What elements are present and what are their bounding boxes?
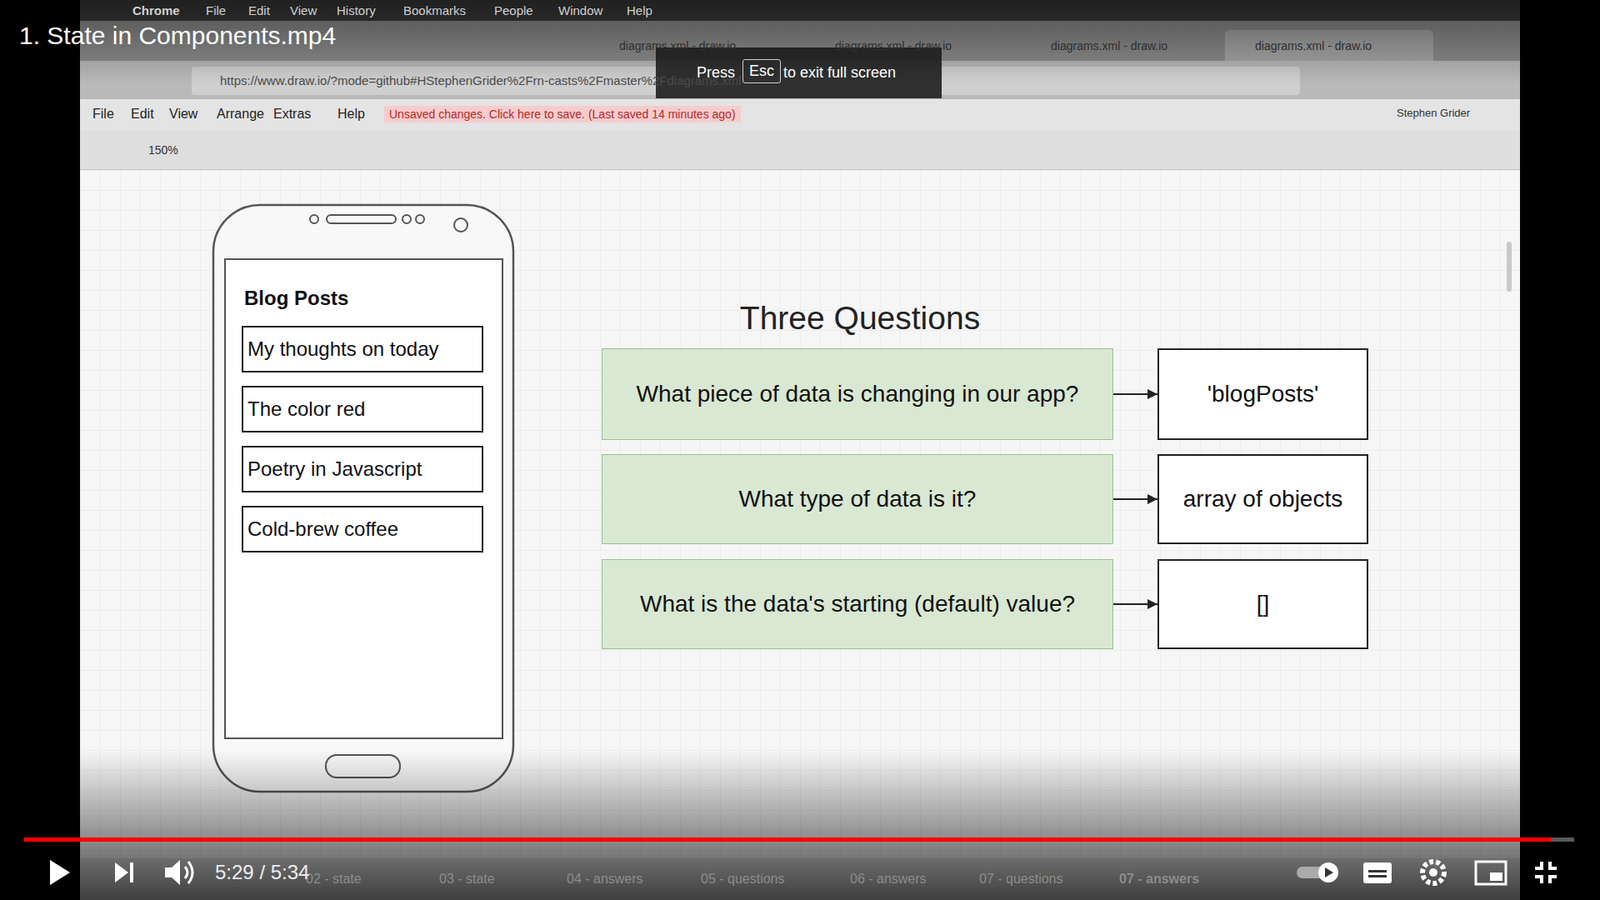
answer-box: 'blogPosts' bbox=[1157, 348, 1369, 440]
phone-speaker bbox=[326, 215, 396, 224]
os-menu-item: History bbox=[336, 3, 376, 18]
os-menu-item: Help bbox=[626, 3, 653, 18]
browser-tab-title: diagrams.xml - draw.io bbox=[1050, 39, 1168, 53]
miniplayer-icon bbox=[1475, 861, 1506, 885]
settings-icon bbox=[1422, 861, 1445, 884]
browser-tab-title: diagrams.xml - draw.io bbox=[835, 39, 952, 53]
page-tab: 04 - answers bbox=[566, 871, 644, 887]
page-tab: 06 - answers bbox=[850, 871, 927, 887]
node-text: [] bbox=[1256, 590, 1270, 619]
answer-box: [] bbox=[1157, 559, 1369, 650]
hint-text: Press bbox=[696, 64, 735, 82]
os-menu-item: People bbox=[494, 3, 534, 18]
next-icon bbox=[115, 862, 129, 883]
os-menu-item: File bbox=[205, 3, 226, 18]
list-item-box: My thoughts on today bbox=[241, 325, 484, 373]
node-text: What type of data is it? bbox=[739, 485, 977, 514]
list-item-box: The color red bbox=[241, 385, 484, 433]
phone-sensor bbox=[415, 215, 425, 224]
list-item-box: Cold-brew coffee bbox=[241, 505, 484, 553]
app-menu-item: Help bbox=[337, 106, 365, 122]
settings-hub bbox=[1429, 868, 1438, 877]
play-icon bbox=[50, 860, 70, 885]
page-tab: 05 - questions bbox=[700, 871, 785, 887]
app-menu-item: Edit bbox=[130, 106, 155, 122]
hint-text: to exit full screen bbox=[783, 64, 896, 82]
question-box: What type of data is it? bbox=[601, 454, 1114, 545]
phone-body bbox=[213, 205, 514, 792]
browser-tab-title: diagrams.xml - draw.io bbox=[1255, 39, 1372, 53]
phone-screen: Blog Posts My thoughts on todayThe color … bbox=[224, 258, 504, 740]
list-item-box: Poetry in Javascript bbox=[241, 445, 484, 493]
next-icon-bar bbox=[130, 862, 134, 883]
captions-line bbox=[1368, 870, 1387, 873]
node-text: Poetry in Javascript bbox=[247, 457, 422, 482]
arrow-connector bbox=[1113, 393, 1158, 395]
page-tab: 03 - state bbox=[439, 871, 495, 887]
browser-tab-title: diagrams.xml - draw.io bbox=[619, 39, 736, 53]
os-menu-item: Chrome bbox=[132, 3, 180, 18]
page-tab: 02 - state bbox=[305, 871, 362, 887]
time-display: 5:29 / 5:34 bbox=[215, 860, 310, 885]
question-box: What piece of data is changing in our ap… bbox=[601, 348, 1114, 440]
node-text: My thoughts on today bbox=[247, 337, 439, 362]
video-title: 1. State in Components.mp4 bbox=[19, 21, 336, 51]
miniplayer-inset bbox=[1490, 872, 1503, 881]
app-menu-item: Extras bbox=[273, 106, 311, 122]
os-menu-item: Bookmarks bbox=[403, 3, 466, 18]
os-menu-item: View bbox=[290, 3, 317, 18]
key-cap: Esc bbox=[742, 59, 781, 84]
page-tab: 07 - answers bbox=[1119, 871, 1200, 887]
app-menu-item: Arrange bbox=[216, 106, 265, 122]
node-text: Cold-brew coffee bbox=[247, 517, 399, 542]
phone-sensor bbox=[402, 215, 411, 224]
captions-icon bbox=[1363, 862, 1392, 884]
node-text: The color red bbox=[247, 397, 365, 422]
volume-waves bbox=[185, 861, 193, 884]
scrollbar-thumb bbox=[1506, 241, 1512, 292]
screen-heading: Blog Posts bbox=[244, 286, 349, 311]
phone-sensor bbox=[310, 215, 319, 224]
node-text: What is the data's starting (default) va… bbox=[640, 590, 1075, 619]
drawio-toolbar bbox=[80, 130, 1520, 170]
user-name: Stephen Grider bbox=[1396, 107, 1470, 120]
url-text: https://www.draw.io/?mode=github#HStephe… bbox=[220, 73, 742, 88]
os-menu-item: Edit bbox=[248, 3, 270, 18]
page-tab: 07 - questions bbox=[979, 871, 1064, 887]
save-status: Unsaved changes. Click here to save. (La… bbox=[384, 105, 741, 123]
autoplay-knob bbox=[1318, 862, 1339, 883]
app-menu-item: File bbox=[92, 106, 115, 122]
autoplay-play bbox=[1325, 867, 1334, 878]
progress-played bbox=[24, 837, 1551, 842]
app-menu-item: View bbox=[169, 106, 198, 122]
node-text: array of objects bbox=[1183, 485, 1343, 514]
zoom-level: 150% bbox=[148, 143, 179, 157]
arrow-connector bbox=[1113, 603, 1158, 605]
diagram-title: Three Questions bbox=[740, 300, 980, 337]
phone-camera bbox=[454, 218, 468, 232]
exit-fullscreen-icon bbox=[1535, 861, 1557, 884]
volume-icon bbox=[165, 860, 180, 885]
question-box: What is the data's starting (default) va… bbox=[601, 559, 1114, 650]
node-text: What piece of data is changing in our ap… bbox=[636, 380, 1080, 409]
os-menu-item: Window bbox=[558, 3, 603, 18]
captions-line bbox=[1368, 875, 1387, 878]
answer-box: array of objects bbox=[1157, 454, 1369, 545]
arrow-connector bbox=[1113, 498, 1158, 500]
node-text: 'blogPosts' bbox=[1207, 380, 1320, 409]
